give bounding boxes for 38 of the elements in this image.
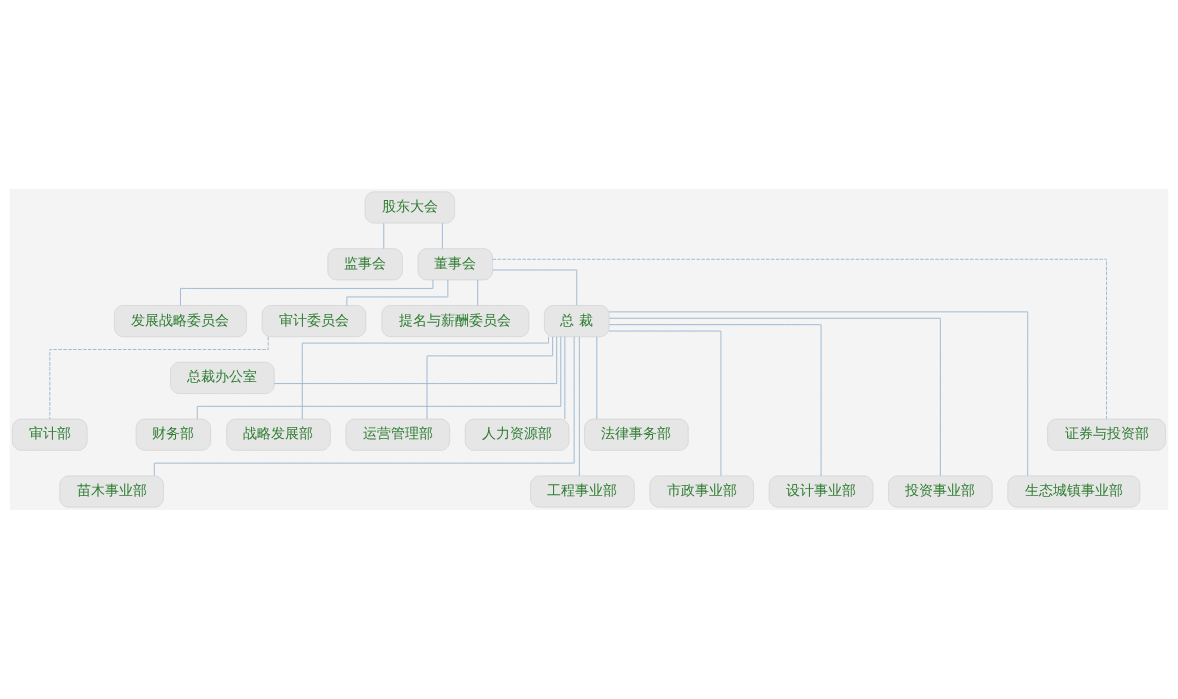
node-box: 监事会 xyxy=(327,248,403,281)
connector xyxy=(608,317,941,477)
node-box: 审计部 xyxy=(12,418,88,451)
node-box: 苗木事业部 xyxy=(59,475,164,508)
node-box: 市政事业部 xyxy=(649,475,754,508)
node-box: 股东大会 xyxy=(364,191,455,224)
node-box: 人力资源部 xyxy=(464,418,570,451)
node-box: 战略发展部 xyxy=(226,418,331,451)
connector xyxy=(608,324,822,477)
connector xyxy=(477,279,479,306)
connector xyxy=(180,279,434,306)
connector xyxy=(564,336,566,420)
node-box: 工程事业部 xyxy=(530,475,635,508)
connector xyxy=(383,222,385,249)
node-box: 审计委员会 xyxy=(261,305,367,338)
connector xyxy=(608,311,1029,477)
connector xyxy=(492,258,1107,420)
node-box: 发展战略委员会 xyxy=(114,305,247,338)
connector xyxy=(608,330,722,477)
node-box: 法律事务部 xyxy=(584,418,689,451)
node-box: 运营管理部 xyxy=(345,418,450,451)
connector xyxy=(273,336,558,384)
node-box: 总 裁 xyxy=(544,305,610,338)
connector xyxy=(492,269,578,306)
node-box: 提名与薪酬委员会 xyxy=(381,305,530,338)
connector xyxy=(596,336,598,420)
node-box: 总裁办公室 xyxy=(170,361,275,394)
connector xyxy=(426,336,554,420)
connector xyxy=(442,222,443,249)
connector xyxy=(578,336,580,477)
node-box: 董事会 xyxy=(417,248,493,281)
node-box: 设计事业部 xyxy=(768,475,874,508)
node-box: 生态城镇事业部 xyxy=(1007,475,1141,508)
connector xyxy=(301,336,549,420)
node-box: 财务部 xyxy=(135,418,211,451)
node-box: 证券与投资部 xyxy=(1047,418,1166,451)
node-box: 投资事业部 xyxy=(888,475,993,508)
connector xyxy=(346,279,449,306)
